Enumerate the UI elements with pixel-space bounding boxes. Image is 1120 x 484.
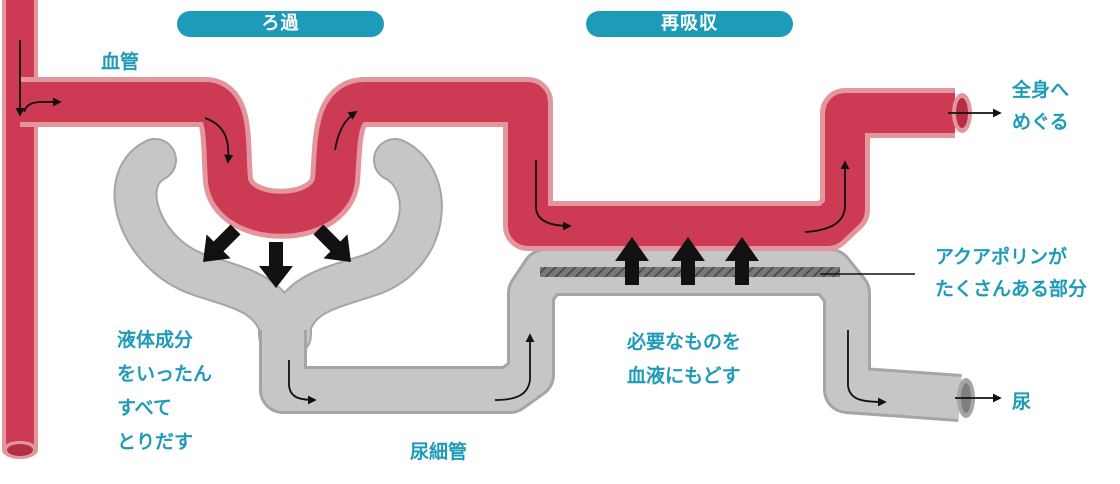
flow-arrow-ascend <box>804 160 850 233</box>
flow-arrow-descend <box>535 160 572 231</box>
filtration-arrow-center <box>259 242 293 288</box>
filtration-arrow-right <box>313 224 351 262</box>
reabsorption-header: 再吸収 <box>586 11 793 37</box>
to-whole-body-line-1: 全身へ <box>1012 79 1070 101</box>
renal-tubule-label: 尿細管 <box>410 441 468 463</box>
renal-tubule <box>113 138 975 422</box>
filtrate-line-1: 液体成分 <box>117 329 194 351</box>
flow-arrow-glomerulus-in <box>204 117 234 164</box>
needed-back-line-2: 血液にもどす <box>627 365 741 387</box>
filtration-header: ろ過 <box>177 11 384 37</box>
flow-arrow-tubule-down <box>288 360 317 405</box>
aquaporin-line-1: アクアポリンが <box>935 246 1068 268</box>
to-whole-body-label: 全身へ めぐる <box>1012 74 1069 138</box>
filtrate-line-2: をいったん <box>117 363 213 385</box>
reabsorption-arrow-2 <box>671 237 705 285</box>
reabsorption-arrow-3 <box>725 237 759 285</box>
aquaporin-line-2: たくさんある部分 <box>935 278 1088 300</box>
flow-arrow-branch <box>23 97 62 113</box>
needed-back-line-1: 必要なものを <box>627 331 742 353</box>
reabsorption-arrows <box>615 237 759 285</box>
urine-label: 尿 <box>1012 391 1032 413</box>
flow-arrow-tubule-up <box>494 333 535 401</box>
filtration-arrows <box>203 224 351 288</box>
flow-arrows <box>15 40 1002 407</box>
aquaporin-label: アクアポリンが たくさんある部分 <box>935 241 1087 305</box>
filtrate-line-3: すべて <box>117 397 172 419</box>
flow-arrow-tubule-curve <box>847 330 887 407</box>
reabsorption-arrow-1 <box>615 237 649 285</box>
filtrate-label: 液体成分 をいったん すべて とりだす <box>117 323 212 459</box>
flow-arrow-glomerulus-out <box>334 111 358 151</box>
needed-back-label: 必要なものを 血液にもどす <box>627 325 741 393</box>
to-whole-body-line-2: めぐる <box>1012 111 1069 133</box>
filtration-arrow-left <box>203 224 241 262</box>
filtrate-line-4: とりだす <box>117 431 194 453</box>
blood-vessel-label: 血管 <box>101 51 140 73</box>
